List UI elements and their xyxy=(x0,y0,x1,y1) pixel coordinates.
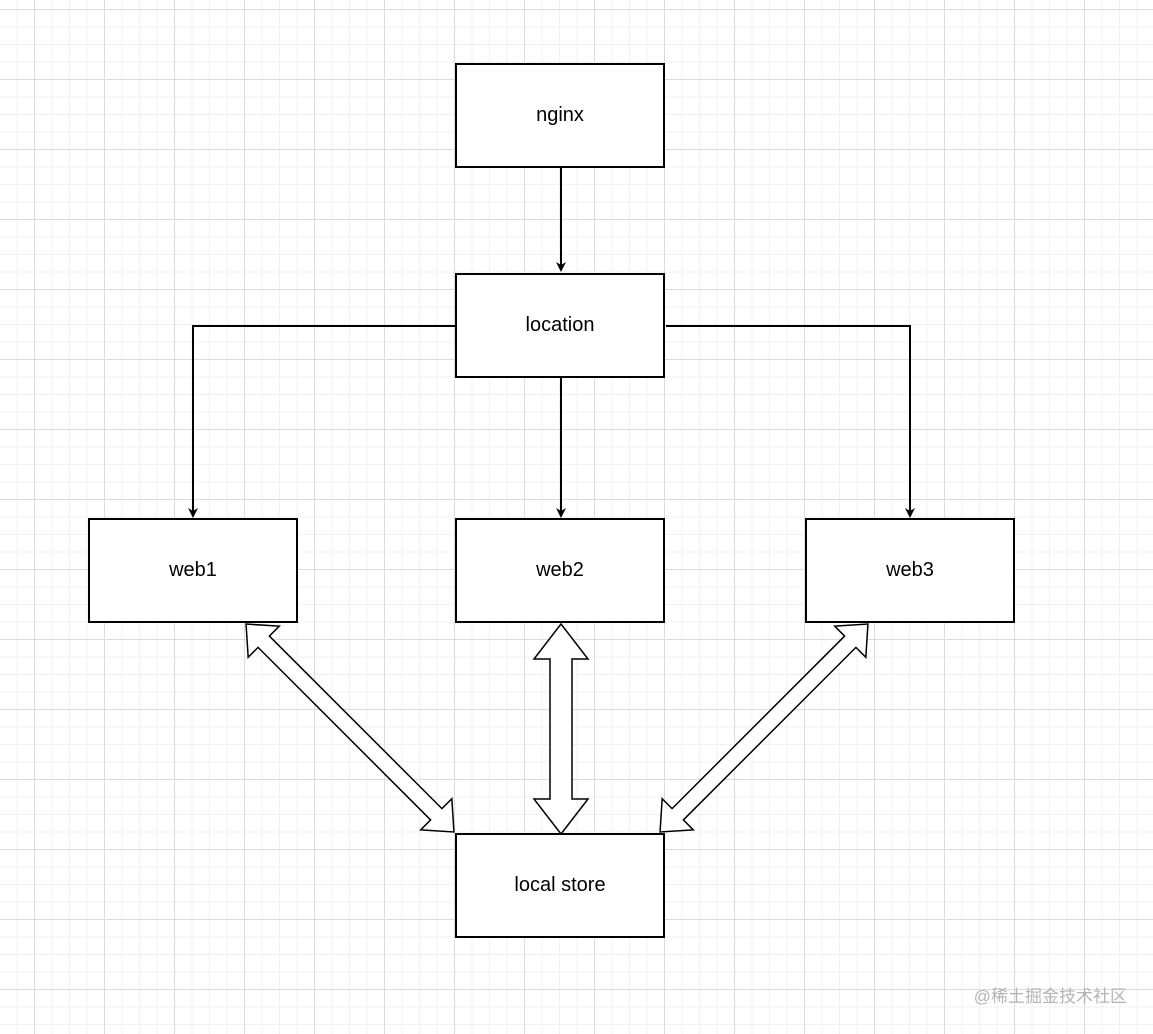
edge-web1-localstore xyxy=(245,623,455,833)
node-location-label: location xyxy=(525,314,595,336)
node-nginx[interactable]: nginx xyxy=(455,63,665,168)
node-web1-label: web1 xyxy=(169,559,217,581)
node-web3-label: web3 xyxy=(886,559,934,581)
edge-location-web1 xyxy=(188,325,456,518)
node-location[interactable]: location xyxy=(455,273,665,378)
edge-location-web3 xyxy=(666,325,915,518)
edge-web3-localstore xyxy=(659,623,869,833)
node-nginx-label: nginx xyxy=(536,104,584,126)
watermark: @稀土掘金技术社区 xyxy=(973,987,1127,1006)
node-local-store-label: local store xyxy=(514,874,606,896)
node-web3[interactable]: web3 xyxy=(805,518,1015,623)
node-web2[interactable]: web2 xyxy=(455,518,665,623)
edge-web2-localstore xyxy=(532,622,590,836)
node-web1[interactable]: web1 xyxy=(88,518,298,623)
node-web2-label: web2 xyxy=(536,559,584,581)
node-local-store[interactable]: local store xyxy=(455,833,665,938)
